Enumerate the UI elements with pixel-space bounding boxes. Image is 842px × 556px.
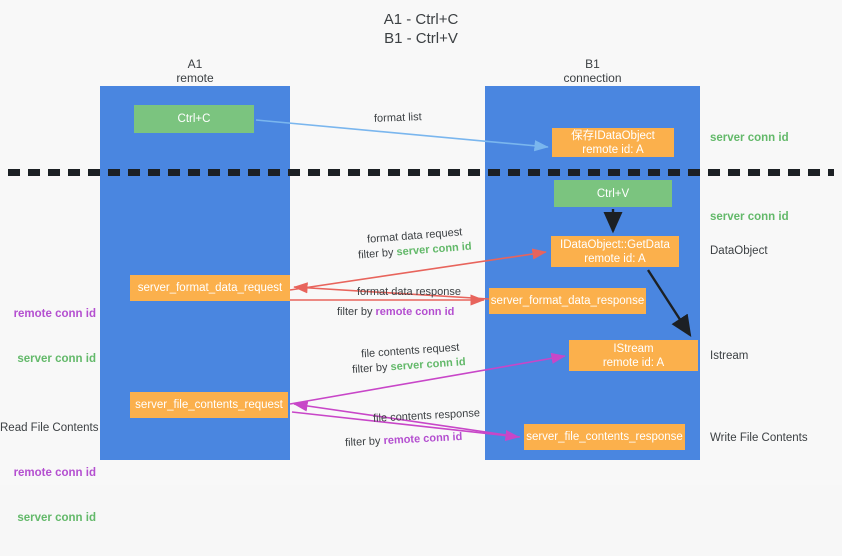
box-ctrl-v[interactable]: Ctrl+V — [554, 180, 672, 207]
box-ctrl-c[interactable]: Ctrl+C — [134, 105, 254, 133]
box-idataobject-getdata[interactable]: IDataObject::GetData remote id: A — [551, 236, 679, 267]
note-dataobject: DataObject — [710, 245, 768, 257]
lane-b1-subtitle: connection — [563, 71, 622, 85]
lane-b1-name: B1 — [585, 57, 600, 71]
filter-prefix: filter by — [337, 306, 376, 318]
filter-prefix: filter by — [351, 361, 391, 376]
lane-a1-subtitle: remote — [176, 71, 214, 85]
note-write-file-contents: Write File Contents — [710, 432, 808, 444]
note-read-file-contents: Read File Contents — [0, 422, 99, 434]
lane-a1-name: A1 — [187, 57, 203, 71]
note-conn-id-group-1: remote conn id server conn id — [0, 277, 96, 397]
filter-prefix: filter by — [344, 435, 384, 450]
box-server-file-contents-response[interactable]: server_file_contents_response — [524, 424, 685, 450]
note-server-conn-id-top: server conn id — [710, 132, 789, 144]
note-server-conn-id: server conn id — [17, 512, 96, 524]
note-istream: Istream — [710, 350, 749, 362]
edge-label-format-data-response: format data response — [357, 286, 461, 298]
box-server-file-contents-request[interactable]: server_file_contents_request — [130, 392, 288, 418]
edge-label-file-contents-response: file contents response — [372, 407, 481, 425]
phase-divider — [8, 169, 834, 176]
filter-key-remote-conn-id: remote conn id — [375, 306, 455, 318]
box-istream[interactable]: IStream remote id: A — [569, 340, 698, 371]
note-conn-id-group-2: Read File Contents remote conn id server… — [0, 391, 99, 556]
note-server-conn-id-mid: server conn id — [710, 211, 789, 223]
edge-label-format-list: format list — [373, 111, 422, 125]
filter-key-server-conn-id: server conn id — [390, 356, 466, 374]
page-title: A1 - Ctrl+C B1 - Ctrl+V — [383, 11, 459, 47]
box-save-idataobject[interactable]: 保存IDataObject remote id: A — [552, 128, 674, 157]
edge-label-file-contents-response-filter: filter by remote conn id — [345, 430, 463, 450]
note-remote-conn-id: remote conn id — [13, 467, 96, 479]
filter-prefix: filter by — [357, 246, 398, 262]
box-server-format-data-response[interactable]: server_format_data_response — [489, 288, 646, 314]
filter-key-remote-conn-id: remote conn id — [383, 430, 463, 448]
note-server-conn-id: server conn id — [17, 353, 96, 365]
box-server-format-data-request[interactable]: server_format_data_request — [130, 275, 290, 301]
note-remote-conn-id: remote conn id — [13, 308, 96, 320]
edge-label-format-data-response-filter: filter by remote conn id — [337, 305, 454, 319]
